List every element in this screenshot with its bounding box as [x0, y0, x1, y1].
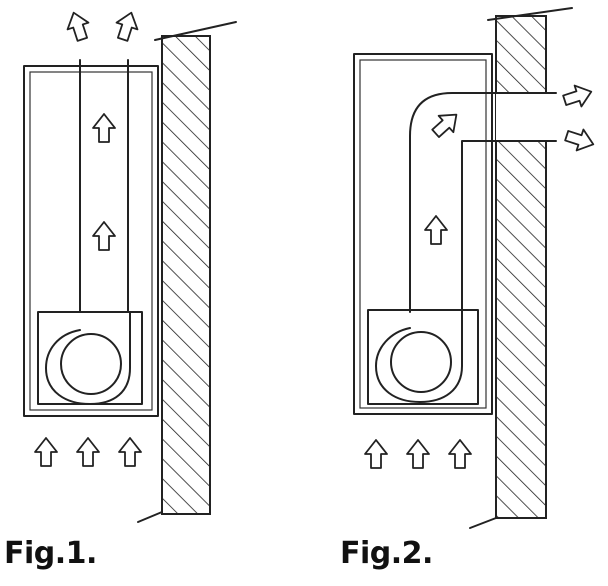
airflow-arrow-icon [424, 215, 448, 245]
fan-icon [60, 333, 122, 395]
airflow-arrows-1 [34, 8, 143, 467]
figure-1-caption: Fig.1. [4, 536, 97, 571]
airflow-arrow-icon [92, 221, 116, 251]
fan-icon [390, 331, 452, 393]
airflow-arrow-icon [560, 80, 596, 112]
figure-2 [353, 7, 598, 529]
figure-1 [23, 8, 237, 523]
airflow-arrow-icon [364, 439, 388, 469]
airflow-arrow-icon [448, 439, 472, 469]
airflow-arrow-icon [111, 8, 143, 44]
airflow-arrow-icon [427, 105, 465, 143]
housing-1 [23, 65, 159, 417]
airflow-arrow-icon [76, 437, 100, 467]
fan-unit-1 [37, 311, 143, 405]
airflow-arrow-icon [92, 113, 116, 143]
figure-2-caption: Fig.2. [340, 536, 433, 571]
fan-unit-2 [367, 309, 479, 405]
airflow-arrow-icon [62, 8, 94, 44]
airflow-arrow-icon [562, 124, 598, 156]
airflow-arrow-icon [118, 437, 142, 467]
housing-2 [353, 53, 493, 415]
airflow-arrow-icon [34, 437, 58, 467]
wall-2 [469, 7, 573, 529]
duct-2 [409, 92, 557, 313]
duct-1 [79, 59, 129, 313]
airflow-arrow-icon [406, 439, 430, 469]
airflow-arrows-2 [364, 80, 598, 469]
wall-1 [137, 21, 237, 523]
